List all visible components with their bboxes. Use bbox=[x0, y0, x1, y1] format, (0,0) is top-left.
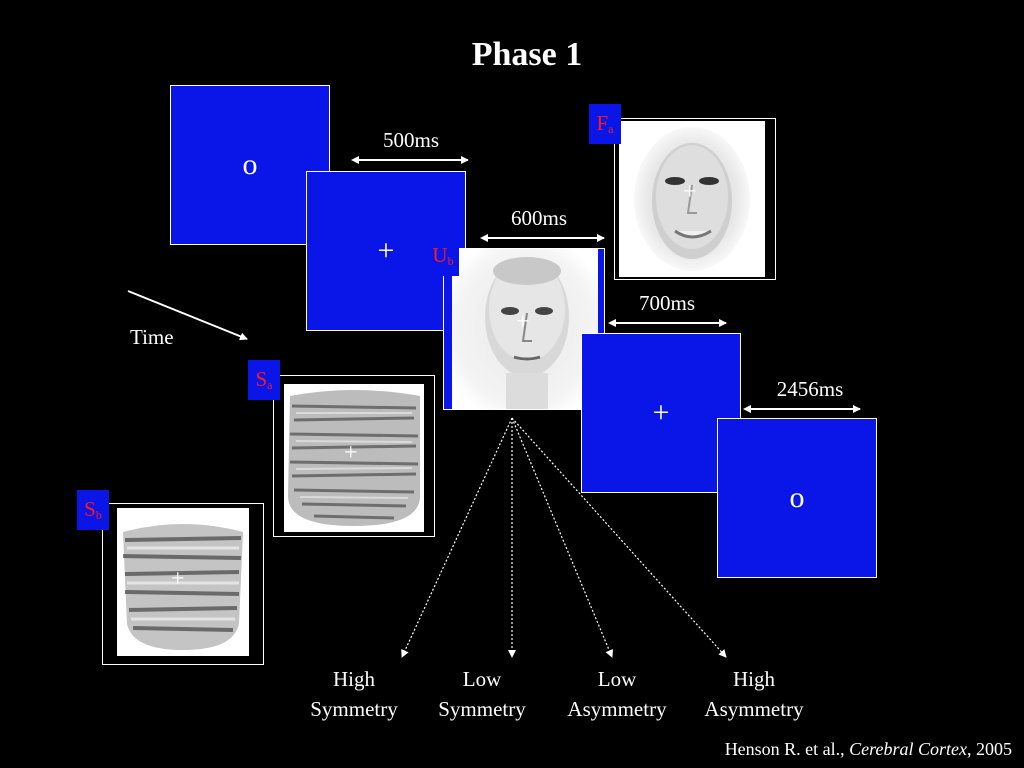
duration-label-3: 700ms bbox=[638, 291, 695, 315]
fixation-screen-3: + bbox=[581, 333, 741, 493]
scrambled-face-a-image bbox=[284, 384, 424, 532]
category-arrow-high-asymmetry bbox=[511, 417, 727, 658]
category-arrow-high-symmetry bbox=[401, 417, 513, 658]
time-arrow bbox=[127, 290, 248, 341]
fixation-cross: + bbox=[171, 566, 185, 592]
fixation-screen-4: o bbox=[717, 418, 877, 578]
tag-famous-a: Fa bbox=[589, 104, 621, 144]
fixation-cross: + bbox=[516, 309, 530, 335]
duration-label-1: 500ms bbox=[382, 128, 439, 152]
fixation-cross: + bbox=[344, 440, 358, 466]
scrambled-face-b-stimulus: + bbox=[102, 503, 264, 665]
fixation-circle: o bbox=[789, 481, 805, 514]
fixation-circle: o bbox=[242, 148, 258, 181]
category-arrow-low-asymmetry bbox=[511, 417, 613, 658]
tag-scrambled-a: Sa bbox=[248, 360, 280, 400]
tag-scrambled-b: Sb bbox=[77, 490, 109, 530]
slide-title: Phase 1 bbox=[471, 36, 583, 73]
citation: Henson R. et al., Cerebral Cortex, 2005 bbox=[724, 739, 1012, 759]
scrambled-face-a-stimulus: + bbox=[273, 375, 435, 537]
unfamiliar-face-image bbox=[452, 249, 598, 409]
tag-unfamiliar-b: Ub bbox=[427, 236, 459, 276]
famous-face-stimulus: + bbox=[614, 118, 776, 280]
time-label: Time bbox=[130, 325, 174, 349]
duration-label-2: 600ms bbox=[510, 206, 567, 230]
fixation-screen-1: o bbox=[170, 85, 330, 245]
fixation-cross: + bbox=[652, 396, 670, 429]
fixation-cross: + bbox=[683, 179, 697, 205]
fixation-cross: + bbox=[377, 234, 395, 267]
famous-face-image bbox=[619, 121, 765, 277]
scrambled-face-b-image bbox=[117, 508, 249, 656]
duration-label-4: 2456ms bbox=[776, 377, 844, 401]
unfamiliar-face-stimulus: + bbox=[443, 248, 605, 410]
